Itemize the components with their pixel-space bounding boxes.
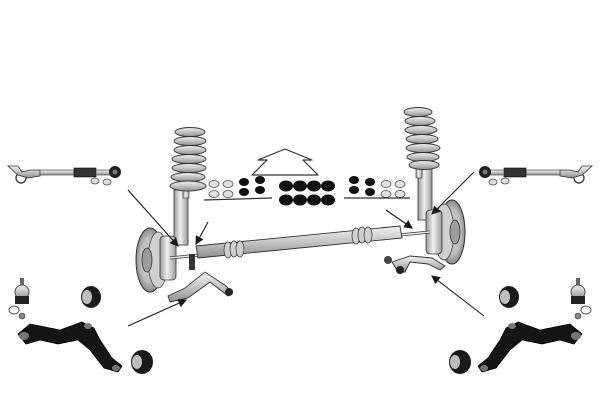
- control-arm-bushing-right-upper: [499, 286, 519, 308]
- ball-joint-left: [8, 278, 30, 320]
- arrow-link-left: [195, 221, 209, 245]
- arrow-control-arm-right: [431, 275, 485, 317]
- direction-arrow: [251, 148, 319, 176]
- brake-disc-right: [425, 199, 466, 265]
- rack-boot-right: [351, 226, 373, 245]
- control-arm-bushing-left-upper: [81, 286, 101, 308]
- coil-spring-strut-right: [403, 107, 441, 221]
- arrow-link-right: [385, 209, 413, 229]
- arrow-tie-rod-left: [127, 189, 179, 247]
- stabilizer-link-left: [167, 254, 233, 303]
- bushing-set-left-washers: [203, 176, 273, 201]
- arrow-control-arm-left: [127, 299, 188, 327]
- stabilizer-bushing-set: [203, 176, 410, 206]
- rack-boot-left: [223, 240, 245, 259]
- arrow-tie-rod-right: [431, 171, 475, 215]
- coil-spring-strut-left: [169, 127, 207, 246]
- bushing-set-center-blocks: [279, 180, 335, 206]
- ball-joint-right: [570, 278, 592, 320]
- bushing-set-right-washers: [344, 176, 410, 199]
- brake-disc-left: [135, 227, 177, 293]
- steering-rack: [169, 225, 431, 260]
- control-arm-right: [477, 321, 583, 373]
- control-arm-left: [17, 321, 123, 373]
- stabilizer-link-right: [384, 255, 446, 274]
- tie-rod-right: [479, 165, 594, 186]
- control-arm-bushing-right-lower: [449, 350, 471, 374]
- control-arm-bushing-left-lower: [131, 350, 153, 374]
- tie-rod-left: [6, 165, 121, 186]
- pointer-arrows: [127, 171, 485, 327]
